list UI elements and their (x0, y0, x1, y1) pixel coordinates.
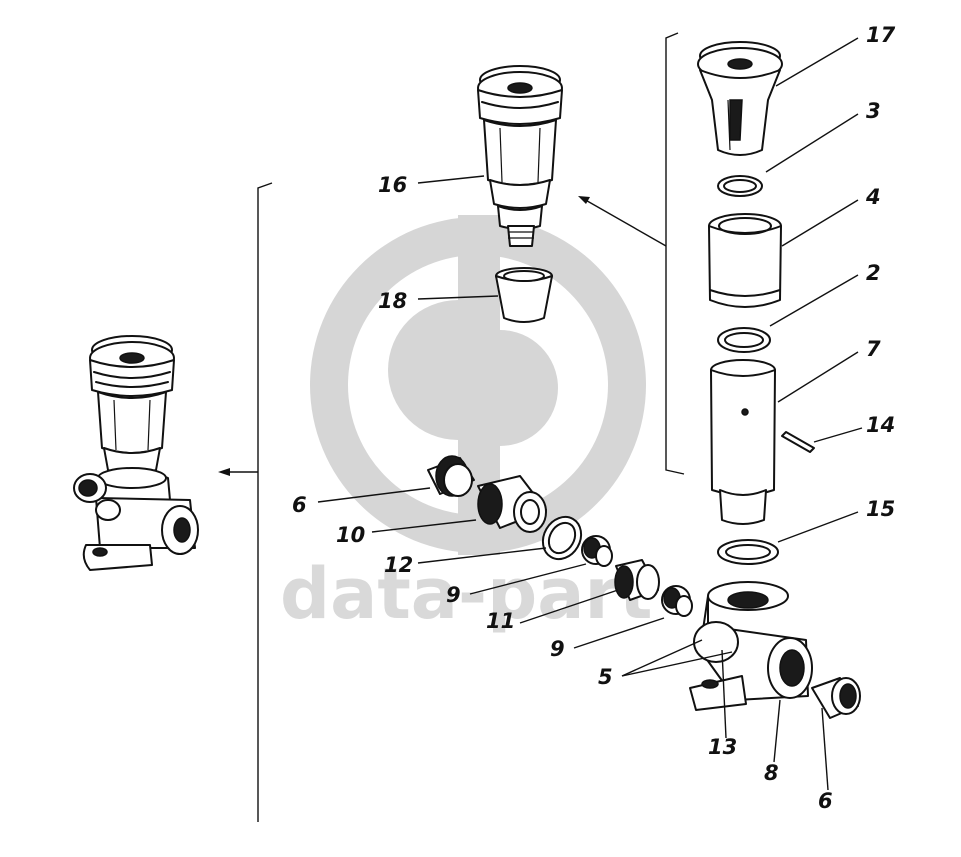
callout-16: 16 (378, 173, 407, 197)
callout-8: 8 (764, 761, 779, 785)
callout-12: 12 (384, 553, 413, 577)
assembled-pump (73, 335, 199, 571)
callout-3: 3 (866, 99, 881, 123)
part-18-seal-cup (495, 267, 553, 323)
part-17-handle (697, 41, 783, 156)
part-3-ring (717, 175, 763, 197)
callout-4: 4 (865, 185, 881, 209)
part-16-pump-head (477, 65, 563, 247)
part-12-gasket (541, 515, 583, 561)
callout-7: 7 (866, 337, 881, 361)
watermark-logo: data-part (280, 215, 652, 635)
part-15-ring (717, 539, 779, 565)
callout-2: 2 (866, 261, 881, 285)
bracket-lines (218, 32, 685, 822)
part-4-nut (708, 213, 782, 308)
part-9-valve-lower (661, 585, 693, 617)
callout-11: 11 (486, 609, 515, 633)
watermark-text: data-part (280, 553, 652, 635)
part-14-pin (781, 431, 815, 453)
leader-lines (317, 37, 863, 791)
part-6-cap-left (427, 455, 475, 497)
callout-6-left: 6 (292, 493, 307, 517)
callout-5: 5 (598, 665, 613, 689)
callout-18: 18 (378, 289, 407, 313)
callout-9-upper: 9 (446, 583, 461, 607)
part-2-ring (717, 327, 771, 353)
part-10-fitting (477, 475, 547, 533)
callout-17: 17 (866, 23, 896, 47)
part-8-body (689, 581, 813, 711)
callout-14: 14 (866, 413, 895, 437)
callout-9-lower: 9 (550, 637, 565, 661)
part-7-cylinder (710, 359, 776, 525)
part-9-valve-upper (581, 535, 613, 567)
callout-6-right: 6 (818, 789, 833, 813)
callout-15: 15 (866, 497, 895, 521)
part-6-cap-right (811, 677, 861, 719)
callout-10: 10 (336, 523, 365, 547)
callout-labels: 17 3 16 4 2 18 7 14 6 15 10 12 9 11 9 5 … (292, 23, 896, 813)
part-11-sleeve (614, 559, 660, 601)
callout-13: 13 (708, 735, 737, 759)
